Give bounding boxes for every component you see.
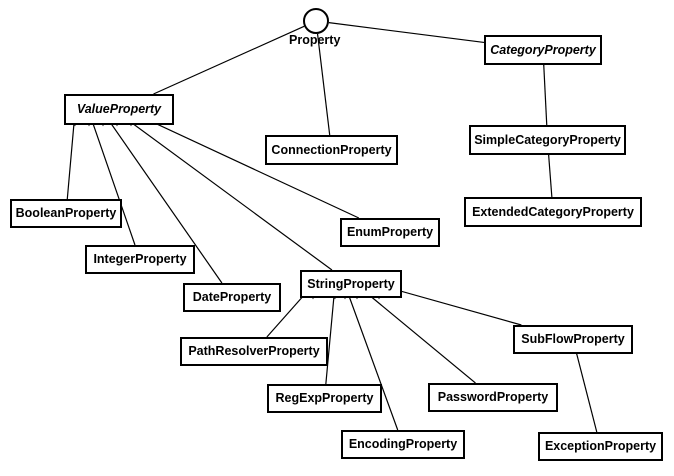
uml-class-connection[interactable]: ConnectionProperty (265, 135, 398, 165)
uml-class-label: PathResolverProperty (188, 344, 320, 359)
uml-class-string[interactable]: StringProperty (300, 270, 402, 298)
inheritance-edge-password-to-string (356, 284, 476, 384)
uml-class-label: PasswordProperty (437, 390, 549, 405)
uml-class-value[interactable]: ValueProperty (64, 94, 174, 125)
uml-class-label: SubFlowProperty (521, 332, 625, 347)
uml-class-category[interactable]: CategoryProperty (484, 35, 602, 65)
root-property-label: Property (289, 33, 341, 47)
uml-class-label: ExceptionProperty (544, 439, 657, 454)
uml-class-label: ExtendedCategoryProperty (472, 204, 634, 219)
uml-class-simplecategory[interactable]: SimpleCategoryProperty (469, 125, 626, 155)
inheritance-edge-encoding-to-string (344, 284, 399, 431)
circle-icon (303, 8, 329, 34)
inheritance-edge-exception-to-subflow (572, 341, 598, 433)
inheritance-edge-date-to-value (102, 111, 223, 284)
uml-class-label: SimpleCategoryProperty (474, 132, 621, 147)
uml-class-extendedcat[interactable]: ExtendedCategoryProperty (464, 197, 642, 227)
uml-class-date[interactable]: DateProperty (183, 283, 281, 312)
uml-class-encoding[interactable]: EncodingProperty (341, 430, 465, 459)
uml-class-exception[interactable]: ExceptionProperty (538, 432, 663, 461)
inheritance-edge-integer-to-value (88, 111, 136, 246)
inheritance-edge-boolean-to-value (66, 111, 76, 200)
uml-class-enum[interactable]: EnumProperty (340, 218, 440, 247)
uml-class-label: CategoryProperty (490, 42, 596, 57)
association-edge-connection-to-root (316, 33, 331, 136)
uml-class-label: ConnectionProperty (271, 142, 392, 157)
uml-class-label: BooleanProperty (15, 206, 117, 221)
uml-class-label: IntegerProperty (93, 252, 187, 267)
inheritance-edge-string-to-value (116, 111, 333, 271)
uml-class-label: EnumProperty (346, 225, 434, 240)
uml-class-integer[interactable]: IntegerProperty (85, 245, 195, 274)
uml-class-boolean[interactable]: BooleanProperty (10, 199, 122, 228)
uml-class-subflow[interactable]: SubFlowProperty (513, 325, 633, 354)
association-edge-category-to-root (328, 22, 485, 44)
uml-class-label: DateProperty (192, 290, 272, 305)
uml-class-label: EncodingProperty (348, 437, 458, 452)
inheritance-edge-enum-to-value (130, 111, 360, 219)
uml-class-password[interactable]: PasswordProperty (428, 383, 558, 412)
uml-class-label: RegExpProperty (275, 391, 374, 406)
uml-class-label: StringProperty (307, 276, 395, 291)
uml-class-label: ValueProperty (76, 102, 162, 117)
inheritance-edge-regexp-to-string (325, 284, 336, 385)
association-edge-value-to-root (153, 25, 305, 95)
uml-class-regexp[interactable]: RegExpProperty (267, 384, 382, 413)
inheritance-edge-subflow-to-string (378, 284, 522, 326)
uml-class-pathresolver[interactable]: PathResolverProperty (180, 337, 328, 366)
